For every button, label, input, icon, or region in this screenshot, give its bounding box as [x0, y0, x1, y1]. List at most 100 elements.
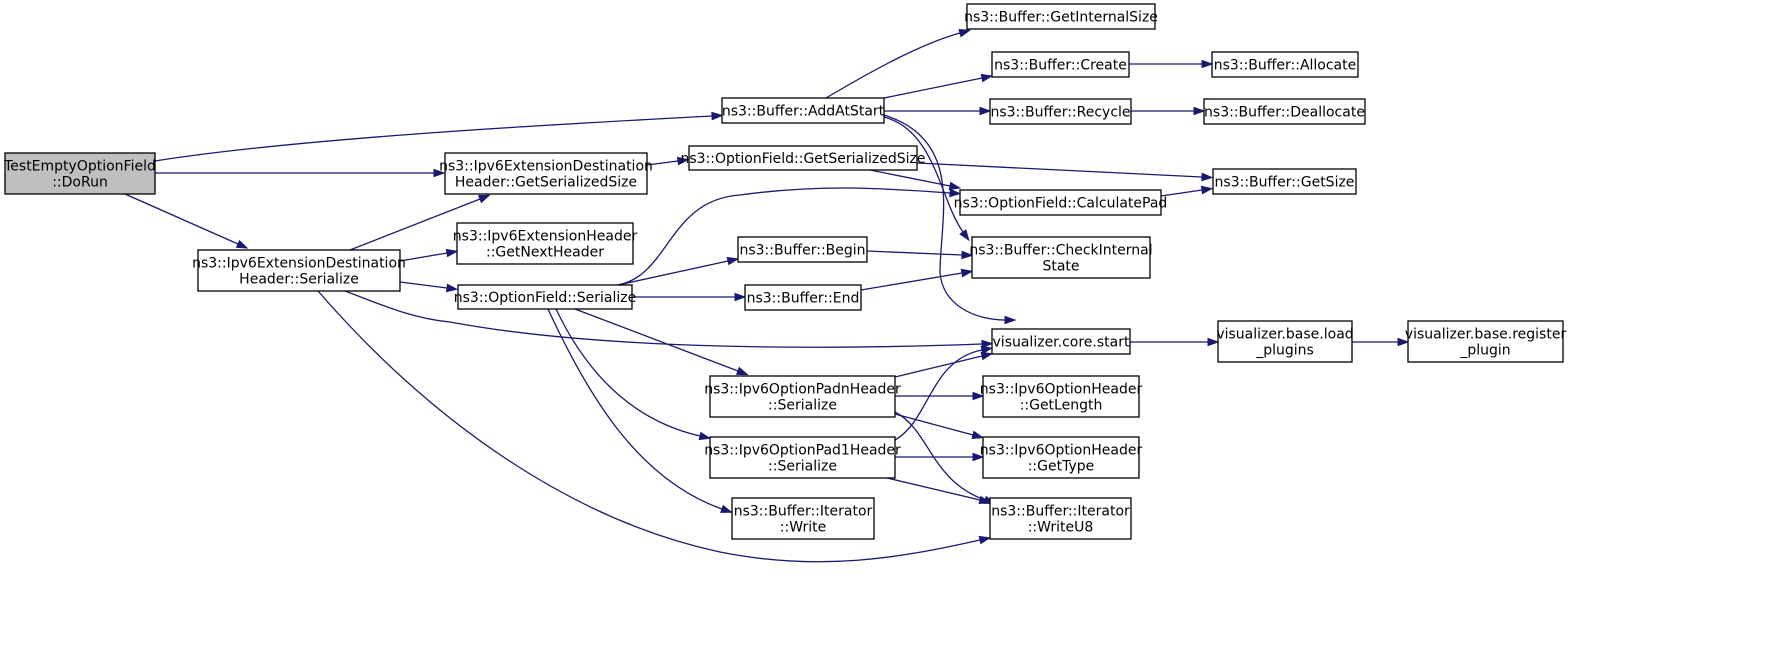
arrowhead-icon [445, 283, 459, 293]
node-box[interactable] [744, 284, 862, 311]
node-box[interactable] [982, 375, 1140, 418]
node-box[interactable] [1407, 320, 1564, 363]
edge-padn_serialize-to-opt_getlength [895, 391, 985, 401]
node-opt-serialize[interactable]: ns3::OptionField::Serialize [454, 284, 636, 310]
node-box[interactable] [197, 249, 401, 292]
edge-line [574, 308, 739, 372]
edge-padn_serialize-to-opt_gettype [894, 413, 985, 440]
arrowhead-icon [958, 28, 972, 38]
arrowhead-icon [971, 430, 985, 440]
node-box[interactable] [1212, 168, 1357, 195]
edge-line [825, 32, 961, 99]
arrowhead-icon [981, 339, 994, 349]
node-box[interactable] [457, 284, 633, 310]
node-buf-end[interactable]: ns3::Buffer::End [744, 284, 862, 311]
node-label: ns3::OptionField::CalculatePad [954, 196, 1168, 212]
edge-line [894, 355, 983, 378]
arrowhead-icon [676, 156, 690, 166]
edge-line [886, 477, 981, 501]
node-buf-getinternalsize[interactable]: ns3::Buffer::GetInternalSize [964, 3, 1158, 30]
edge-line [894, 413, 974, 436]
node-buf-addatstart[interactable]: ns3::Buffer::AddAtStart [721, 97, 885, 124]
node-label: ns3::OptionField::GetSerializedSize [680, 151, 925, 167]
node-ext-getnext[interactable]: ns3::Ipv6ExtensionHeader::GetNextHeader [453, 222, 638, 265]
node-opt-getsize[interactable]: ns3::OptionField::GetSerializedSize [680, 145, 926, 171]
arrowhead-icon [1201, 172, 1214, 182]
arrowhead-icon [445, 248, 459, 258]
edge-root-to-ext_dest_getsize [155, 168, 446, 178]
node-box[interactable] [1203, 98, 1366, 125]
node-box[interactable] [456, 222, 634, 265]
edge-line [317, 290, 981, 563]
node-label: Header::Serialize [239, 272, 359, 288]
node-opt-calcpad[interactable]: ns3::OptionField::CalculatePad [954, 189, 1168, 216]
node-box[interactable] [982, 436, 1140, 479]
node-label: TestEmptyOptionField [3, 159, 156, 175]
node-label: visualizer.base.register [1405, 327, 1567, 343]
node-buf-begin[interactable]: ns3::Buffer::Begin [737, 236, 868, 263]
arrowhead-icon [734, 292, 747, 302]
node-box[interactable] [959, 189, 1162, 216]
edge-padn_serialize-to-vis_core_start [894, 351, 994, 378]
node-vis-register-plugin[interactable]: visualizer.base.register_plugin [1405, 320, 1567, 363]
node-buf-allocate[interactable]: ns3::Buffer::Allocate [1211, 51, 1359, 78]
node-vis-core-start[interactable]: visualizer.core.start [991, 328, 1131, 355]
edges-layer [124, 28, 1410, 563]
node-box[interactable] [4, 152, 156, 195]
node-box[interactable] [991, 51, 1130, 78]
node-ext-dest-serialize[interactable]: ns3::Ipv6ExtensionDestinationHeader::Ser… [192, 249, 406, 292]
node-it-writeu8[interactable]: ns3::Buffer::Iterator::WriteU8 [989, 497, 1132, 540]
node-box[interactable] [989, 98, 1132, 125]
node-ext-dest-getsize[interactable]: ns3::Ipv6ExtensionDestinationHeader::Get… [439, 152, 653, 195]
node-buf-getsize[interactable]: ns3::Buffer::GetSize [1212, 168, 1357, 195]
edge-line [916, 162, 1203, 178]
node-box[interactable] [966, 3, 1156, 30]
node-box[interactable] [1217, 320, 1353, 363]
edge-line [860, 272, 963, 291]
edge-vis_load_plugins-to-vis_register_plugin [1352, 337, 1410, 347]
node-box[interactable] [731, 497, 875, 540]
node-buf-create[interactable]: ns3::Buffer::Create [991, 51, 1130, 78]
arrowhead-icon [960, 268, 974, 278]
arrowhead-icon [433, 168, 446, 178]
node-label: ns3::Ipv6OptionHeader [980, 443, 1143, 459]
edge-root-to-ext_dest_serialize [124, 193, 249, 249]
node-buf-recycle[interactable]: ns3::Buffer::Recycle [989, 98, 1132, 125]
node-label: visualizer.base.load [1216, 327, 1353, 343]
node-box[interactable] [709, 436, 896, 479]
edge-pad1_serialize-to-it_writeu8 [886, 477, 992, 505]
node-opt-gettype[interactable]: ns3::Ipv6OptionHeader::GetType [980, 436, 1143, 479]
node-pad1-serialize[interactable]: ns3::Ipv6OptionPad1Header::Serialize [704, 436, 901, 479]
node-it-write[interactable]: ns3::Buffer::Iterator::Write [731, 497, 875, 540]
edge-buf_addatstart-to-buf_recycle [884, 106, 992, 116]
arrowhead-icon [735, 366, 749, 376]
node-buf-deallocate[interactable]: ns3::Buffer::Deallocate [1203, 98, 1366, 125]
node-box[interactable] [709, 375, 896, 418]
edge-buf_addatstart-to-vis_core_start [883, 114, 1017, 325]
node-label: ns3::Ipv6ExtensionDestination [192, 256, 406, 272]
node-box[interactable] [737, 236, 868, 263]
edge-ext_dest_serialize-to-it_writeu8 [317, 290, 992, 563]
node-opt-getlength[interactable]: ns3::Ipv6OptionHeader::GetLength [980, 375, 1143, 418]
node-root[interactable]: TestEmptyOptionField::DoRun [3, 152, 156, 195]
node-box[interactable] [444, 152, 648, 195]
node-label: _plugins [1255, 343, 1314, 359]
edge-line [866, 250, 963, 256]
edge-opt_getsize-to-opt_calcpad [869, 169, 962, 191]
node-box[interactable] [1211, 51, 1359, 78]
node-label: ns3::Ipv6OptionHeader [980, 382, 1143, 398]
node-label: ::DoRun [52, 175, 108, 191]
node-box[interactable] [989, 497, 1132, 540]
node-vis-load-plugins[interactable]: visualizer.base.load_plugins [1216, 320, 1354, 363]
node-padn-serialize[interactable]: ns3::Ipv6OptionPadnHeader::Serialize [704, 375, 901, 418]
arrowhead-icon [972, 452, 985, 462]
node-box[interactable] [721, 97, 885, 124]
node-box[interactable] [688, 145, 918, 171]
node-box[interactable] [991, 328, 1131, 355]
node-label: ns3::Buffer::AddAtStart [722, 104, 885, 120]
node-box[interactable] [971, 236, 1151, 279]
node-label: ns3::OptionField::Serialize [454, 290, 636, 306]
